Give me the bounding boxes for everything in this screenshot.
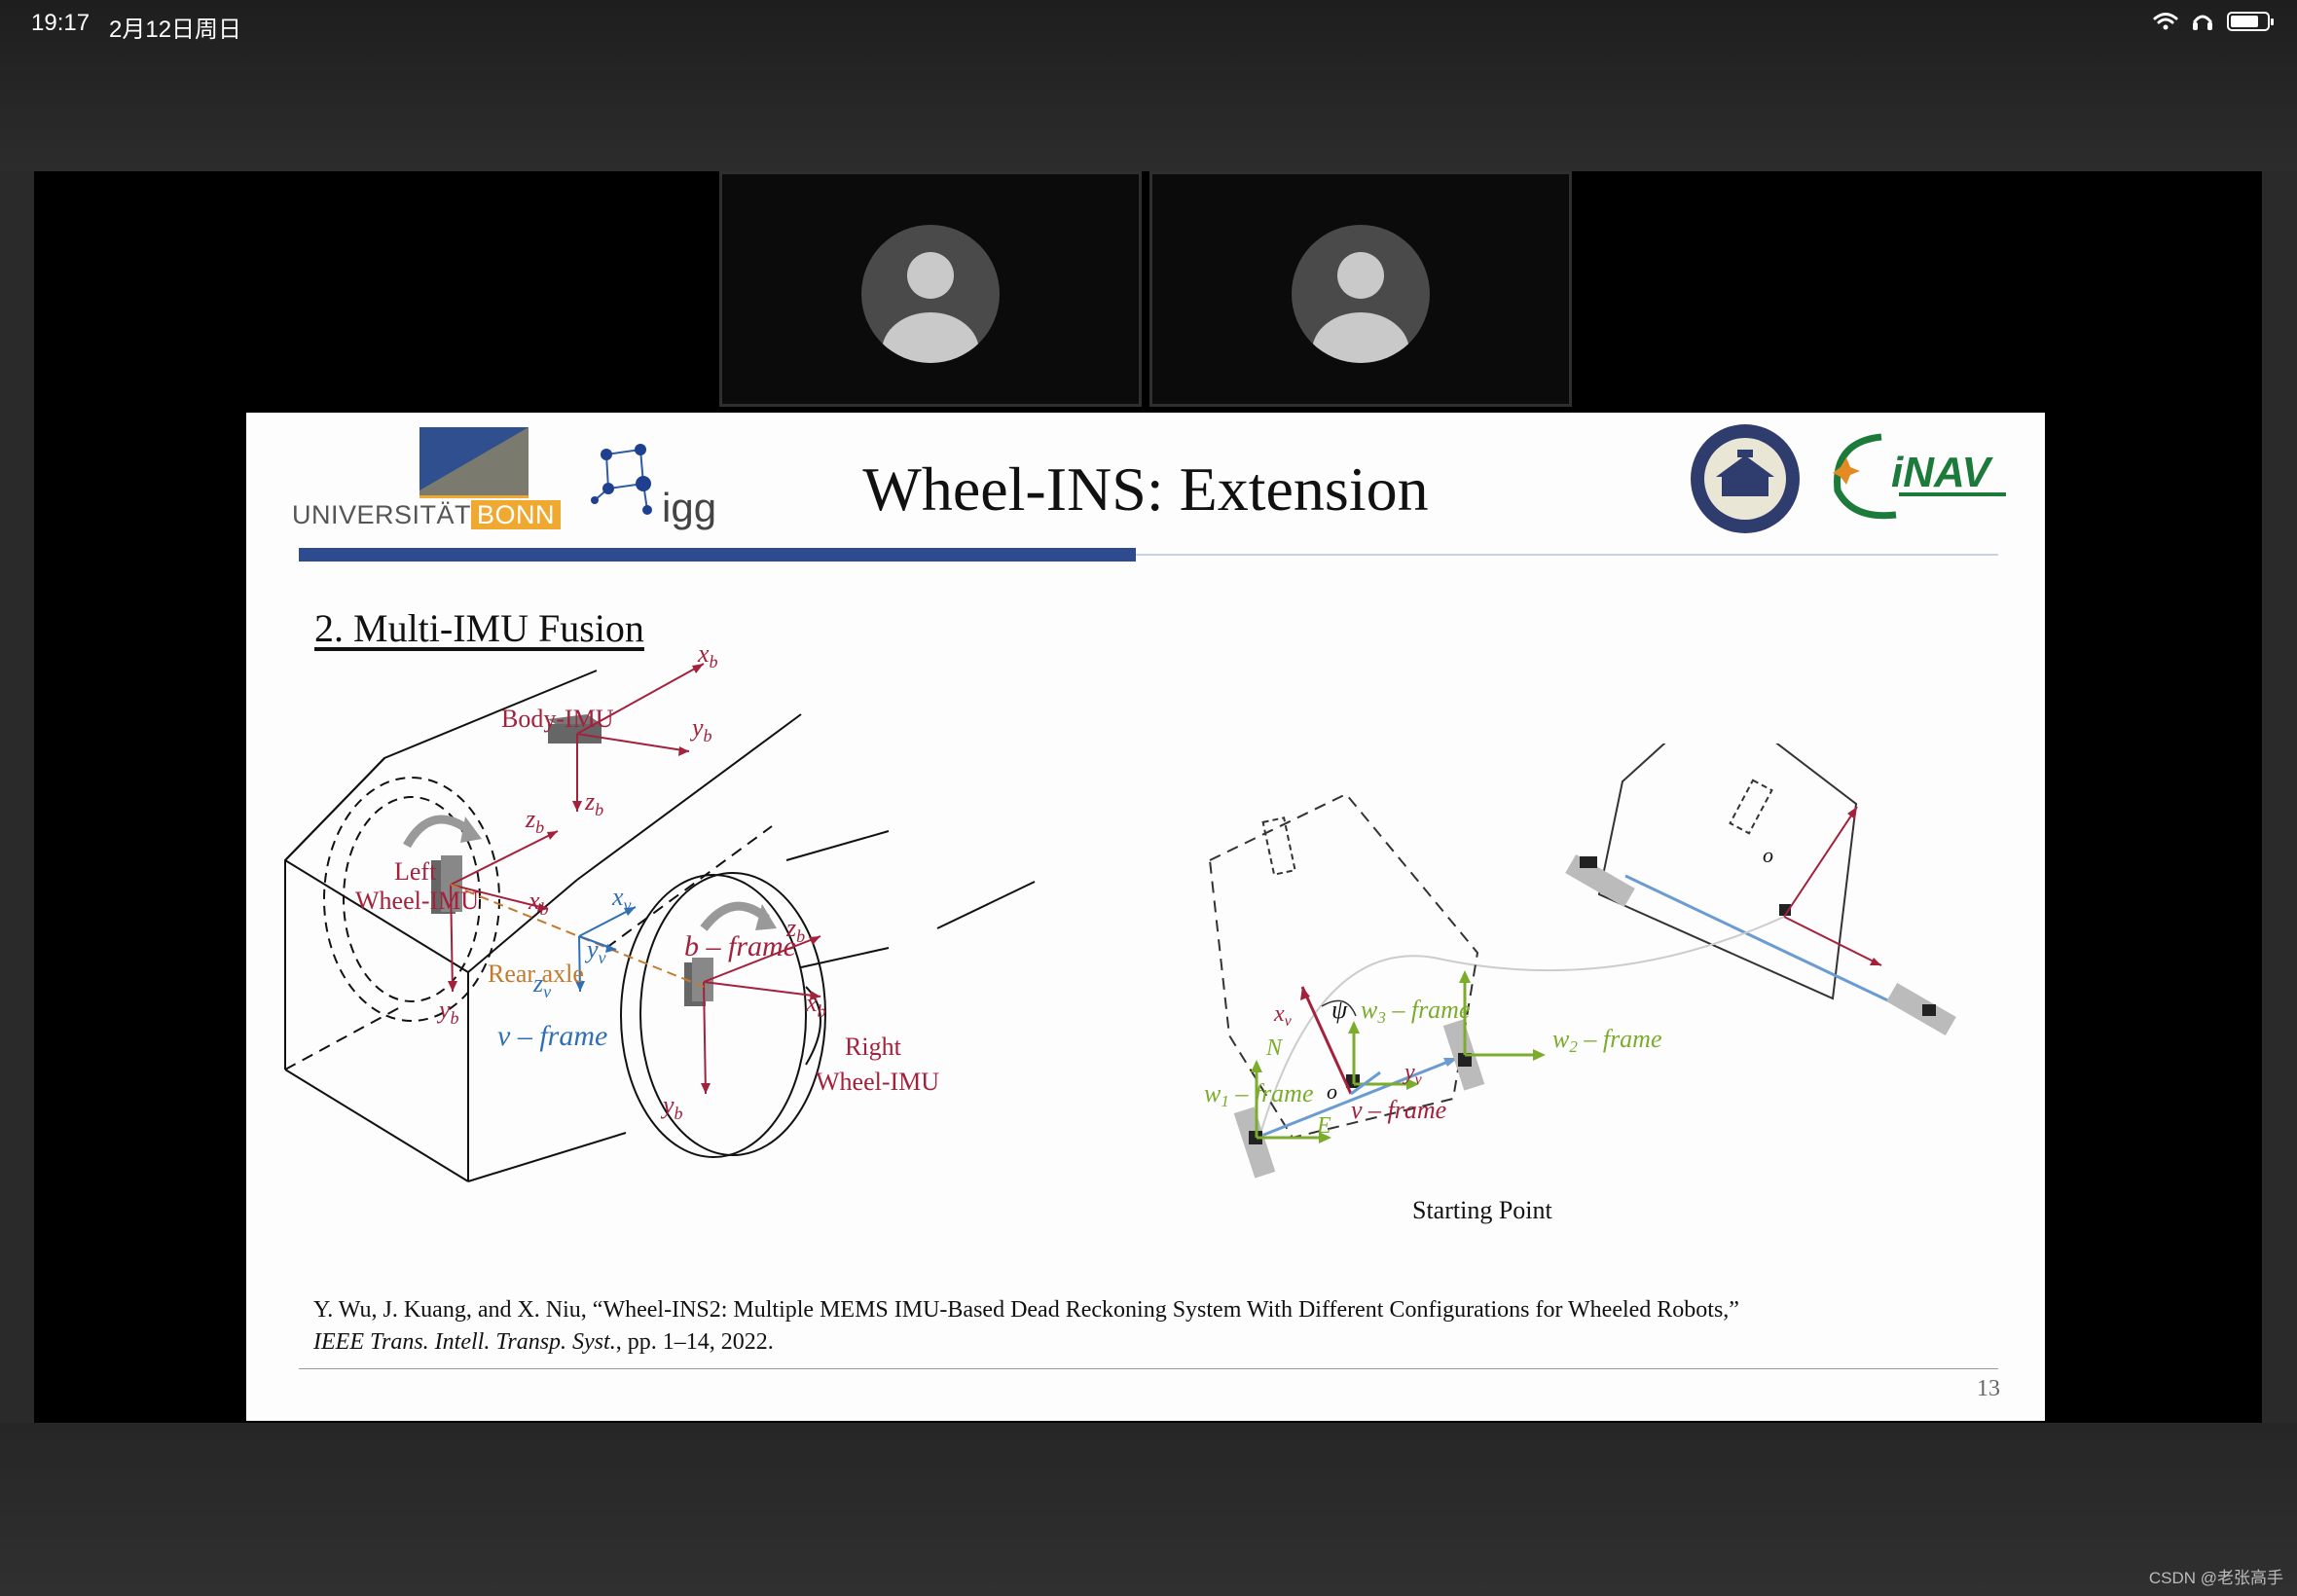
right-trajectory-diagram: Starting Point w1 – frame w2 – frame w3 …	[1204, 744, 1956, 1224]
svg-text:Wheel-IMU: Wheel-IMU	[355, 887, 479, 915]
title-underline-line	[1136, 554, 1998, 556]
svg-text:v – frame: v – frame	[1351, 1096, 1446, 1124]
svg-text:w3 – frame: w3 – frame	[1361, 996, 1471, 1027]
svg-text:Right: Right	[845, 1033, 902, 1061]
svg-text:w2 – frame: w2 – frame	[1552, 1025, 1662, 1056]
svg-text:Left: Left	[394, 857, 437, 886]
university-seal-icon	[1691, 424, 1800, 533]
svg-text:yb: yb	[660, 1091, 683, 1123]
wifi-icon	[2153, 13, 2178, 30]
svg-text:Rear axle: Rear axle	[488, 960, 584, 988]
svg-text:iNAV: iNAV	[1891, 449, 1994, 496]
svg-text:yv: yv	[584, 935, 606, 967]
svg-text:o: o	[1763, 843, 1773, 867]
svg-text:xv: xv	[611, 883, 632, 915]
left-vehicle-diagram: Body-IMU Left Wheel-IMU Right Wheel-IMU …	[284, 639, 1036, 1182]
avatar-icon	[861, 224, 1000, 363]
svg-text:zv: zv	[532, 969, 551, 1001]
svg-text:zb: zb	[584, 787, 603, 819]
status-icons	[2153, 12, 2274, 31]
background-bottom	[0, 1423, 2297, 1596]
svg-text:b – frame: b – frame	[684, 930, 796, 962]
igg-logo-text: igg	[662, 485, 717, 530]
title-underline-bar	[299, 548, 1136, 562]
slide-title: Wheel-INS: Extension	[862, 454, 1429, 524]
svg-text:zb: zb	[525, 805, 544, 837]
igg-logo-icon	[591, 444, 652, 515]
status-bar: 19:17 2月12日周日	[0, 0, 2297, 47]
svg-text:o: o	[1327, 1079, 1337, 1104]
inav-logo-icon: iNAV	[1833, 433, 2006, 520]
svg-text:yv: yv	[1403, 1060, 1423, 1088]
svg-text:xv: xv	[1273, 1001, 1293, 1030]
svg-text:yb: yb	[689, 713, 712, 745]
svg-text:xb: xb	[805, 989, 826, 1021]
bonn-logo-icon	[419, 427, 529, 498]
slide-subtitle: 2. Multi-IMU Fusion	[314, 606, 644, 650]
svg-text:xb: xb	[528, 887, 549, 919]
citation-journal-line: IEEE Trans. Intell. Transp. Syst., pp. 1…	[313, 1329, 774, 1355]
svg-text:v – frame: v – frame	[497, 1020, 607, 1052]
svg-text:ψ: ψ	[1331, 996, 1348, 1024]
watermark: CSDN @老张高手	[2148, 1569, 2283, 1587]
avatar-icon	[1292, 224, 1430, 363]
svg-text:Body-IMU: Body-IMU	[501, 705, 614, 733]
background-top	[0, 0, 2297, 171]
participant-tile[interactable]	[719, 171, 1142, 407]
svg-text:Starting Point: Starting Point	[1412, 1196, 1553, 1224]
battery-icon	[2227, 12, 2274, 31]
participant-tile[interactable]	[1149, 171, 1572, 407]
status-date: 2月12日周日	[109, 17, 242, 43]
citation-line: Y. Wu, J. Kuang, and X. Niu, “Wheel-INS2…	[313, 1297, 1739, 1323]
svg-text:yb: yb	[436, 996, 459, 1028]
headphones-icon	[2193, 15, 2212, 30]
svg-text:xb: xb	[697, 639, 718, 671]
slide-page-number: 13	[1977, 1376, 2000, 1401]
svg-text:Wheel-IMU: Wheel-IMU	[816, 1068, 939, 1096]
svg-text:zb: zb	[785, 914, 805, 946]
slide-citation: Y. Wu, J. Kuang, and X. Niu, “Wheel-INS2…	[313, 1294, 2026, 1359]
status-time: 19:17	[31, 10, 91, 36]
slide-footer-line	[299, 1368, 1998, 1369]
svg-text:N: N	[1265, 1035, 1284, 1061]
svg-text:w1 – frame: w1 – frame	[1204, 1079, 1314, 1110]
svg-text:E: E	[1316, 1113, 1331, 1139]
